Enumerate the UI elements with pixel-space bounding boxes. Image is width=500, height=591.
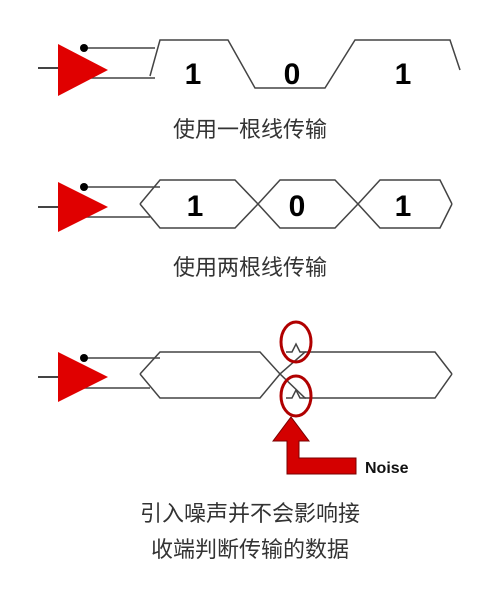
two-wire-section: 1 0 1 使用两根线传输 bbox=[38, 179, 453, 281]
junction-dot bbox=[80, 44, 88, 52]
bit-label: 0 bbox=[284, 58, 301, 91]
bit-label: 1 bbox=[187, 190, 204, 223]
junction-dot bbox=[80, 183, 88, 191]
driver-triangle-icon bbox=[58, 44, 108, 96]
noise-spike-top bbox=[286, 342, 306, 353]
junction-dot bbox=[80, 354, 88, 362]
bit-label: 1 bbox=[395, 190, 412, 223]
driver-triangle-icon bbox=[58, 182, 108, 232]
bit-label: 1 bbox=[185, 58, 202, 91]
differential-waveform-bottom bbox=[139, 202, 453, 229]
driver-triangle-icon bbox=[58, 352, 108, 402]
caption-noise-line1: 引入噪声并不会影响接 bbox=[140, 502, 360, 527]
noise-circle-icon bbox=[279, 320, 313, 364]
bit-label: 0 bbox=[289, 190, 306, 223]
noise-arrow-icon bbox=[272, 416, 357, 475]
single-wire-section: 1 0 1 使用一根线传输 bbox=[38, 39, 461, 143]
noise-circle-icon bbox=[279, 374, 313, 418]
bit-label: 1 bbox=[395, 58, 412, 91]
caption-single-wire: 使用一根线传输 bbox=[173, 118, 327, 143]
noise-spike-bottom bbox=[286, 388, 306, 399]
noisy-waveform-bottom bbox=[139, 372, 453, 399]
caption-noise-line2: 收端判断传输的数据 bbox=[151, 538, 349, 563]
differential-waveform-top bbox=[139, 179, 453, 206]
caption-two-wire: 使用两根线传输 bbox=[173, 256, 327, 281]
noise-label: Noise bbox=[365, 460, 409, 477]
single-ended-waveform bbox=[149, 39, 461, 89]
noise-section: Noise 引入噪声并不会影响接 收端判断传输的数据 bbox=[38, 320, 453, 563]
